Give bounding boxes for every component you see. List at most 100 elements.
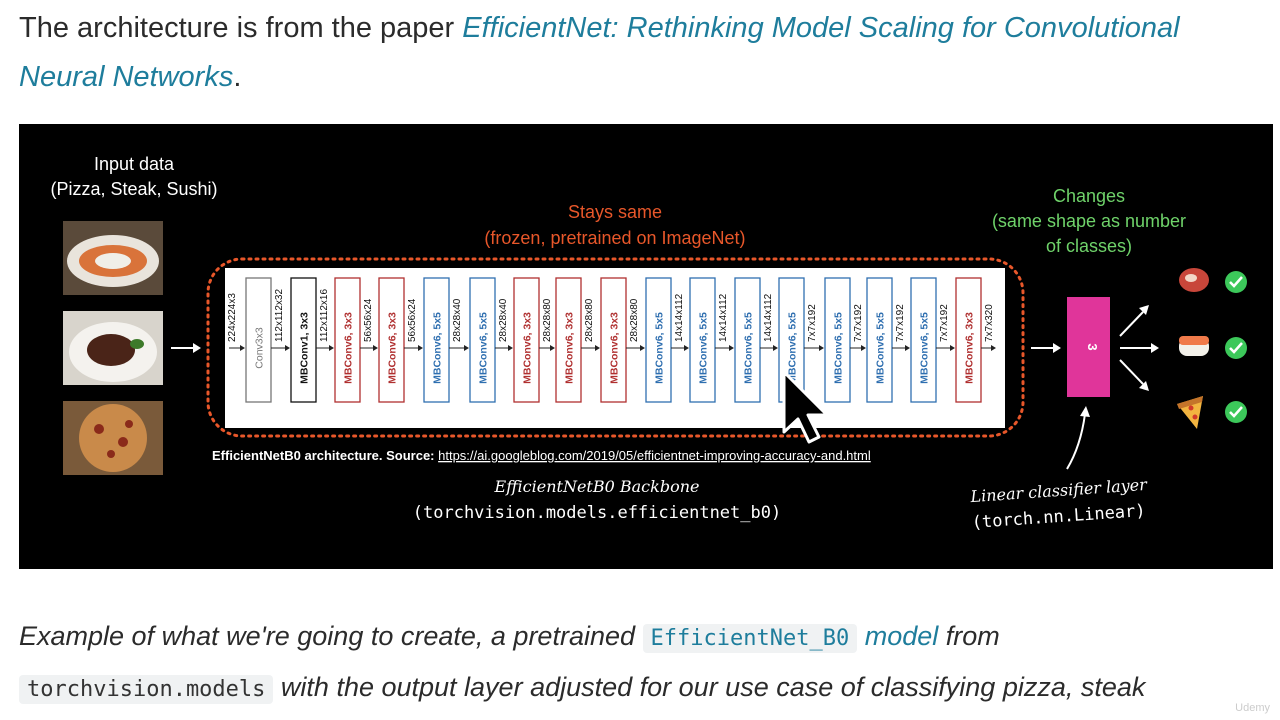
intro-suffix: . [233,61,242,93]
tensor-shape-label: 7x7x320 [984,304,995,342]
layer-block [378,277,405,403]
layer-block-label: MBConv6, 3x3 [564,312,576,384]
tensor-shape-label: 28x28x40 [498,298,509,342]
layer-block [290,277,317,403]
layer-block-label: MBConv6, 5x5 [833,312,845,384]
efficientnet-b0-code-link[interactable]: EfficientNet_B0 [642,624,858,653]
classifier-title: Linear classifier layer [969,475,1149,506]
flow-arrowhead [729,345,734,351]
intro-prefix: The architecture is from the paper [19,12,463,44]
changes-title: Changes [1053,186,1125,206]
tensor-shape-label: 56x56x24 [363,298,374,342]
layer-block-label: MBConv6, 3x3 [522,312,534,384]
tensor-shape-label: 224x224x3 [227,293,238,342]
layer-block-label: MBConv6, 5x5 [919,312,931,384]
flow-arrowhead [418,345,423,351]
sushi-icon [1179,336,1209,356]
output-arrowheads [1139,305,1159,391]
layer-block-label: MBConv6, 5x5 [875,312,887,384]
changes-subtitle-2: of classes) [1046,236,1132,256]
flow-arrowhead [991,345,996,351]
layer-block-label: MBConv6, 5x5 [432,312,444,384]
model-link[interactable]: model [857,621,939,651]
architecture-figure: Input data (Pizza, Steak, Sushi) [19,124,1273,569]
flow-arrowhead [508,345,513,351]
tensor-shape-label: 28x28x40 [452,298,463,342]
outro-paragraph: Example of what we're going to create, a… [19,612,1269,714]
source-caption: EfficientNetB0 architecture. Source: htt… [212,448,871,463]
check-icon-pizza [1225,401,1247,423]
tensor-shape-label: 14x14x112 [674,293,685,342]
layer-block-label: MBConv6, 5x5 [654,312,666,384]
flow-arrowhead [329,345,334,351]
stays-same-title: Stays same [568,202,662,222]
layer-block [423,277,450,403]
layer-block [513,277,540,403]
layer-block-label: MBConv1, 3x3 [299,312,311,384]
tensor-shape-label: 56x56x24 [407,298,418,342]
flow-arrowhead [373,345,378,351]
layer-block-label: MBConv6, 5x5 [698,312,710,384]
flow-arrowhead [595,345,600,351]
layer-block [866,277,893,403]
stays-same-subtitle: (frozen, pretrained on ImageNet) [484,228,745,248]
tensor-shape-label: 7x7x192 [807,304,818,342]
layer-block [600,277,627,403]
outro-text-3: with the output layer adjusted for our u… [273,672,1146,702]
flow-arrowhead [285,345,290,351]
intro-paragraph: The architecture is from the paper Effic… [19,4,1259,102]
flow-arrowhead [819,345,824,351]
layer-block [955,277,982,403]
layer-block-label: Conv3x3 [254,327,266,369]
flow-arrowhead [773,345,778,351]
flow-arrowhead [640,345,645,351]
udemy-watermark: Udemy [1235,702,1270,714]
layer-block [824,277,851,403]
mouse-cursor-icon [782,370,829,444]
tensor-shape-label: 14x14x112 [763,293,774,342]
tensor-shape-label: 28x28x80 [584,298,595,342]
check-icon-steak [1225,271,1247,293]
classifier-input-arrow [1031,343,1061,353]
source-label: EfficientNetB0 architecture. Source: [212,448,438,463]
layer-block [734,277,761,403]
flow-arrowhead [905,345,910,351]
classifier-code: (torch.nn.Linear) [971,501,1146,533]
layer-block [469,277,496,403]
frozen-region-outline [206,257,1025,438]
outro-text-2: from [938,621,1000,651]
layer-block-label: MBConv6, 5x5 [743,312,755,384]
output-arrows [1119,311,1151,385]
source-url-link[interactable]: https://ai.googleblog.com/2019/05/effici… [438,448,871,463]
outro-text-1: Example of what we're going to create, a… [19,621,643,651]
layer-block [645,277,672,403]
tensor-shape-label: 7x7x192 [895,304,906,342]
input-arrow [171,343,201,353]
tensor-shape-label: 112x112x32 [274,289,285,342]
flow-arrowhead [464,345,469,351]
tensor-shape-label: 112x112x16 [319,289,330,342]
layer-block-label: MBConv6, 5x5 [787,312,799,384]
pizza-icon [1177,396,1203,429]
changes-subtitle-1: (same shape as number [992,211,1186,231]
torchvision-models-code: torchvision.models [19,675,274,704]
paper-title-link[interactable]: EfficientNet: Rethinking Model Scaling f… [19,12,1180,93]
tensor-shape-label: 28x28x80 [629,298,640,342]
linear-classifier-box [1067,297,1110,397]
tensor-shape-label: 7x7x192 [853,304,864,342]
layer-block-label: MBConv6, 3x3 [343,312,355,384]
flow-arrowhead [550,345,555,351]
check-icon-sushi [1225,337,1247,359]
backbone-title: EfficientNetB0 Backbone [494,477,700,496]
input-title-2: (Pizza, Steak, Sushi) [50,179,217,199]
steak-icon [1179,268,1209,292]
layer-block [555,277,582,403]
layer-block-label: MBConv6, 3x3 [387,312,399,384]
layer-block-label: MBConv6, 3x3 [609,312,621,384]
layer-block [334,277,361,403]
layer-block-label: MBConv6, 3x3 [964,312,976,384]
steak-image [63,311,163,385]
sushi-image [63,221,163,295]
tensor-shape-label: 14x14x112 [718,293,729,342]
